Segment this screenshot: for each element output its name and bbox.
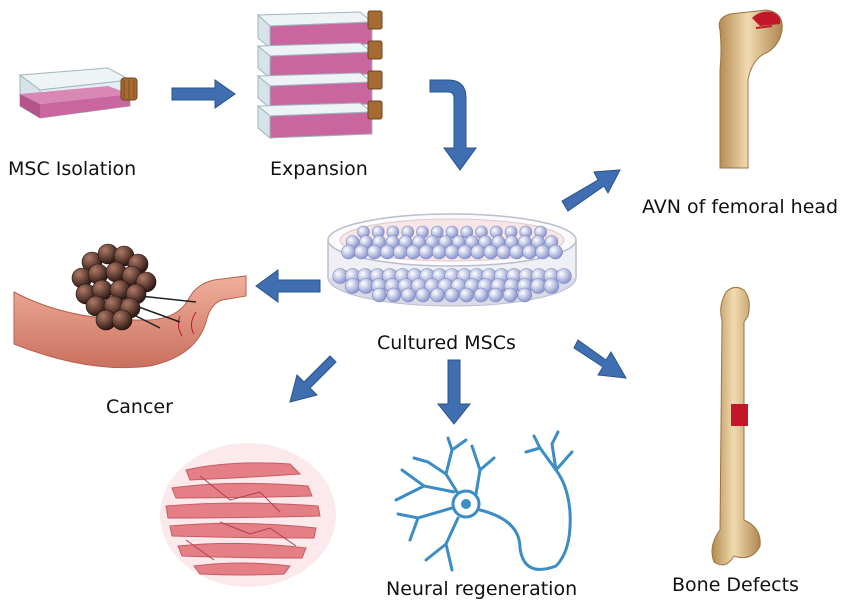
cell xyxy=(379,244,395,260)
cell xyxy=(473,287,489,303)
cell xyxy=(354,244,369,260)
cell xyxy=(548,244,563,260)
cell xyxy=(522,244,537,260)
femur-icon xyxy=(718,9,783,169)
arrow-icon xyxy=(561,169,621,212)
cell xyxy=(371,287,387,303)
cell xyxy=(344,278,361,294)
muscle-fiber-icon xyxy=(160,443,336,587)
cell xyxy=(488,287,503,303)
cell xyxy=(401,287,416,303)
tumor-icon xyxy=(13,243,247,369)
cell xyxy=(517,287,533,303)
arrow-icon xyxy=(573,339,627,379)
flask-layer-4 xyxy=(256,100,383,140)
cell xyxy=(445,225,459,239)
cell xyxy=(444,287,460,303)
arrow-icon xyxy=(429,79,477,171)
cell xyxy=(555,268,572,284)
cell xyxy=(431,244,447,260)
femur-icon xyxy=(711,286,761,566)
tumor-mass xyxy=(71,243,157,331)
arrow-icon xyxy=(255,269,321,303)
cell xyxy=(509,244,525,260)
label-cultured-mscs: Cultured MSCs xyxy=(377,332,516,354)
flask-stack-icon xyxy=(256,10,383,140)
tumor-cell xyxy=(111,309,133,331)
neuron-icon xyxy=(394,430,574,572)
arrow-icon xyxy=(436,359,472,425)
cell xyxy=(530,278,546,294)
petri-dish-icon xyxy=(327,213,577,307)
cell xyxy=(535,244,550,260)
cell xyxy=(459,287,474,303)
cell xyxy=(367,244,382,260)
cell xyxy=(415,287,431,303)
cell xyxy=(392,244,408,260)
cell xyxy=(543,278,560,294)
cell xyxy=(470,244,486,260)
cell xyxy=(341,244,356,260)
cell xyxy=(418,244,434,260)
flask-layer-3 xyxy=(256,70,383,110)
cell xyxy=(405,244,421,260)
cell xyxy=(444,244,460,260)
arrow-icon xyxy=(289,355,337,403)
arrow-icon xyxy=(171,79,236,109)
cell xyxy=(430,287,445,303)
cell xyxy=(386,287,402,303)
label-cancer: Cancer xyxy=(106,396,173,418)
cell xyxy=(457,244,473,260)
cell xyxy=(358,278,374,294)
label-msc-isolation: MSC Isolation xyxy=(8,158,137,180)
label-avn-femoral-head: AVN of femoral head xyxy=(642,196,839,218)
cell xyxy=(502,287,518,303)
flask-layer-2 xyxy=(256,40,383,80)
flask-icon xyxy=(18,67,138,119)
cell xyxy=(483,244,499,260)
label-expansion: Expansion xyxy=(270,158,368,180)
cell xyxy=(496,244,512,260)
label-bone-defects: Bone Defects xyxy=(672,574,799,596)
cell-layer xyxy=(332,225,572,303)
flask-layer-1 xyxy=(256,10,383,50)
